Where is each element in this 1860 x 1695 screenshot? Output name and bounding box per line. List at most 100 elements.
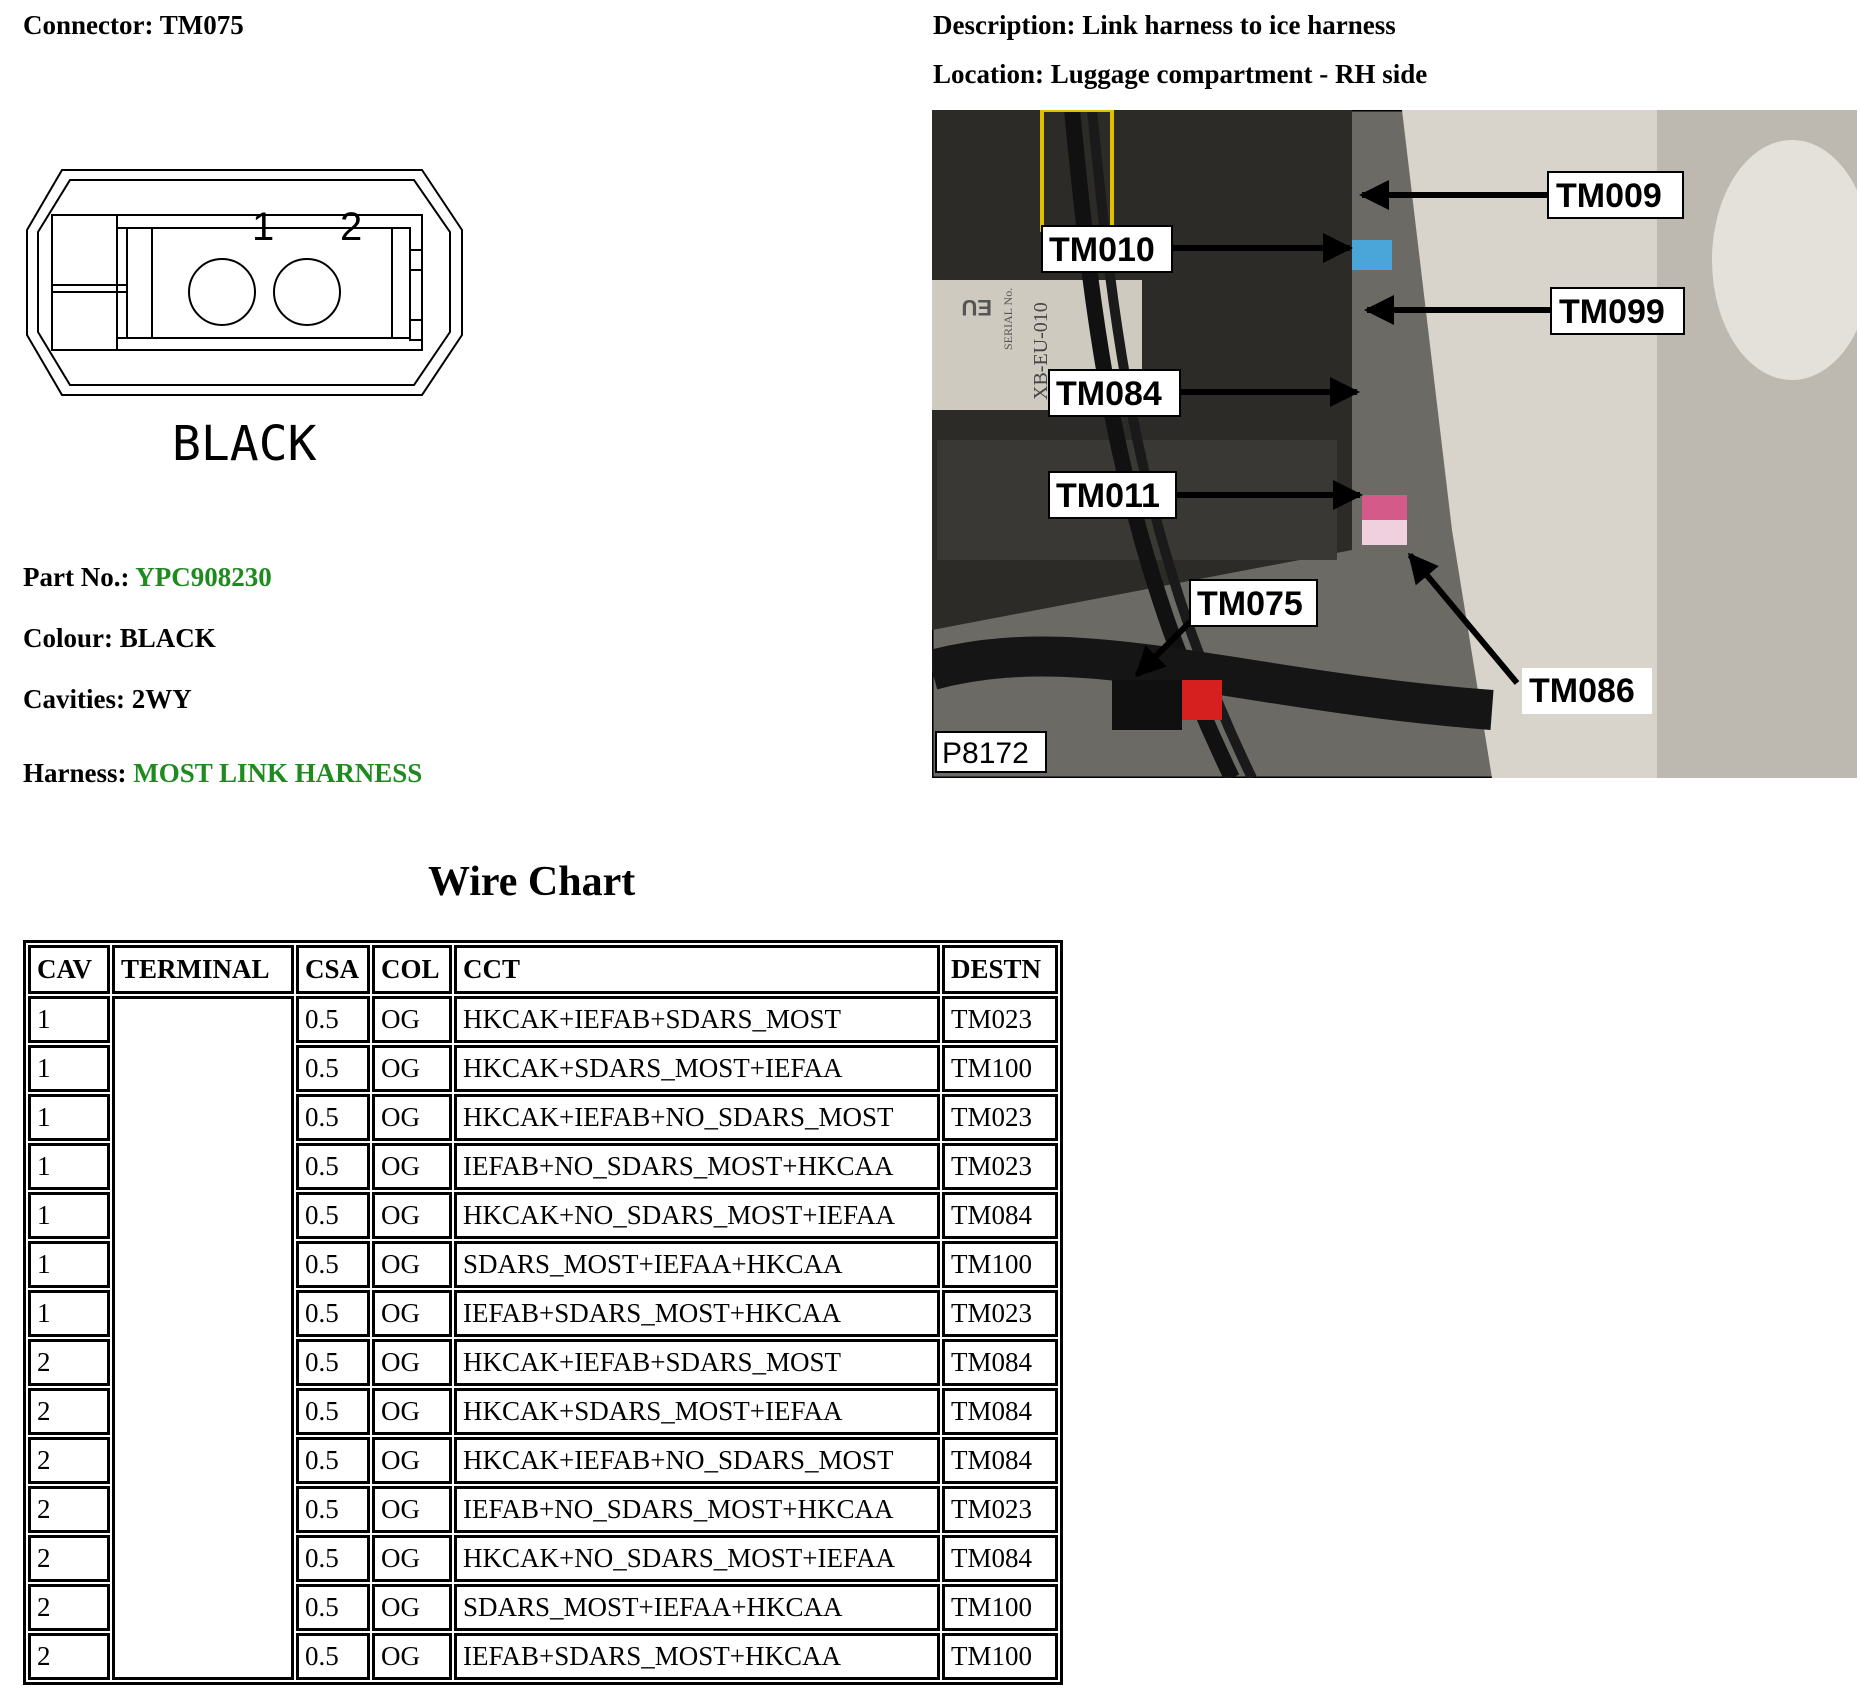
- header-cav: CAV: [28, 945, 110, 994]
- cell-csa: 0.5: [296, 1045, 370, 1092]
- header-col: COL: [372, 945, 452, 994]
- cell-cav: 1: [28, 1143, 110, 1190]
- cell-cct: HKCAK+NO_SDARS_MOST+IEFAA: [454, 1192, 940, 1239]
- cell-col: OG: [372, 1633, 452, 1680]
- connector-inner-outline: [37, 179, 451, 386]
- cell-csa: 0.5: [296, 1584, 370, 1631]
- connector-outline: [26, 169, 463, 396]
- harness-link[interactable]: MOST LINK HARNESS: [133, 758, 423, 788]
- cell-cav: 1: [28, 1045, 110, 1092]
- description-line: Description: Link harness to ice harness: [933, 10, 1396, 41]
- callout-tm009: TM009: [1556, 177, 1662, 215]
- connector-body: [51, 214, 423, 351]
- callout-tm099: TM099: [1559, 293, 1665, 331]
- cell-destn: TM100: [942, 1584, 1058, 1631]
- connector-title: Connector: TM075: [23, 10, 244, 41]
- cell-cav: 1: [28, 1241, 110, 1288]
- cell-col: OG: [372, 1045, 452, 1092]
- location-line: Location: Luggage compartment - RH side: [933, 59, 1427, 90]
- cell-cct: HKCAK+SDARS_MOST+IEFAA: [454, 1045, 940, 1092]
- cell-cav: 2: [28, 1388, 110, 1435]
- cell-col: OG: [372, 1143, 452, 1190]
- cell-csa: 0.5: [296, 1633, 370, 1680]
- cell-cct: IEFAB+NO_SDARS_MOST+HKCAA: [454, 1143, 940, 1190]
- cell-cct: IEFAB+SDARS_MOST+HKCAA: [454, 1633, 940, 1680]
- cell-col: OG: [372, 1584, 452, 1631]
- cell-destn: TM084: [942, 1192, 1058, 1239]
- cell-csa: 0.5: [296, 1339, 370, 1386]
- cavity-2-circle: [273, 258, 341, 326]
- pin-2-label: 2: [340, 205, 362, 249]
- cell-cct: SDARS_MOST+IEFAA+HKCAA: [454, 1584, 940, 1631]
- cavity-1-circle: [188, 258, 256, 326]
- colour-label: Colour:: [23, 623, 113, 653]
- cell-cav: 2: [28, 1486, 110, 1533]
- cell-cct: HKCAK+IEFAB+NO_SDARS_MOST: [454, 1094, 940, 1141]
- cell-destn: TM023: [942, 1094, 1058, 1141]
- location-label: Location:: [933, 59, 1044, 89]
- cavities-line: Cavities: 2WY: [23, 684, 192, 715]
- connector-drawing: 1 2 BLACK: [26, 169, 463, 472]
- connector-value: TM075: [159, 10, 244, 40]
- cavities-value: 2WY: [131, 684, 192, 714]
- colour-line: Colour: BLACK: [23, 623, 216, 654]
- drawing-colour-label: BLACK: [172, 416, 317, 472]
- cell-csa: 0.5: [296, 1535, 370, 1582]
- cell-col: OG: [372, 1192, 452, 1239]
- cell-csa: 0.5: [296, 1290, 370, 1337]
- connector-label: Connector:: [23, 10, 154, 40]
- colour-value: BLACK: [119, 623, 216, 653]
- cell-csa: 0.5: [296, 1094, 370, 1141]
- cavities-label: Cavities:: [23, 684, 125, 714]
- cell-col: OG: [372, 1437, 452, 1484]
- cell-cct: HKCAK+NO_SDARS_MOST+IEFAA: [454, 1535, 940, 1582]
- photo-ref: P8172: [942, 737, 1029, 770]
- cell-col: OG: [372, 1241, 452, 1288]
- pin-1-label: 1: [252, 205, 274, 249]
- part-number-link[interactable]: YPC908230: [135, 562, 272, 592]
- cell-cct: IEFAB+NO_SDARS_MOST+HKCAA: [454, 1486, 940, 1533]
- cell-destn: TM084: [942, 1339, 1058, 1386]
- header-csa: CSA: [296, 945, 370, 994]
- cell-cct: HKCAK+IEFAB+SDARS_MOST: [454, 996, 940, 1043]
- cell-cav: 1: [28, 1192, 110, 1239]
- cell-col: OG: [372, 1535, 452, 1582]
- cell-cav: 2: [28, 1584, 110, 1631]
- cell-destn: TM023: [942, 1290, 1058, 1337]
- cell-cav: 2: [28, 1535, 110, 1582]
- header-destn: DESTN: [942, 945, 1058, 994]
- callout-tm011: TM011: [1056, 477, 1160, 515]
- connector-latch: [51, 214, 118, 351]
- wire-chart-title: Wire Chart: [428, 859, 636, 905]
- cell-col: OG: [372, 1290, 452, 1337]
- box-text-serial: SERIAL No.: [1001, 288, 1015, 350]
- cell-destn: TM084: [942, 1535, 1058, 1582]
- box-text-code: XB-EU-010: [1030, 302, 1052, 400]
- cell-cav: 1: [28, 996, 110, 1043]
- cell-destn: TM023: [942, 996, 1058, 1043]
- cell-destn: TM023: [942, 1143, 1058, 1190]
- cell-destn: TM100: [942, 1241, 1058, 1288]
- part-number-line: Part No.: YPC908230: [23, 562, 272, 593]
- header-cct: CCT: [454, 945, 940, 994]
- wire-chart-header-row: CAV TERMINAL CSA COL CCT DESTN: [28, 945, 1058, 994]
- cell-destn: TM100: [942, 1633, 1058, 1680]
- cell-cct: HKCAK+IEFAB+SDARS_MOST: [454, 1339, 940, 1386]
- box-text-eu: EU: [961, 295, 992, 320]
- cell-csa: 0.5: [296, 1437, 370, 1484]
- cell-csa: 0.5: [296, 1486, 370, 1533]
- cell-csa: 0.5: [296, 1192, 370, 1239]
- description-value: Link harness to ice harness: [1082, 10, 1396, 40]
- photo-callouts: TM009 TM010 TM099 TM084 TM011 TM075 TM08…: [935, 171, 1685, 773]
- header-terminal: TERMINAL: [112, 945, 294, 994]
- cell-cct: HKCAK+IEFAB+NO_SDARS_MOST: [454, 1437, 940, 1484]
- cell-destn: TM023: [942, 1486, 1058, 1533]
